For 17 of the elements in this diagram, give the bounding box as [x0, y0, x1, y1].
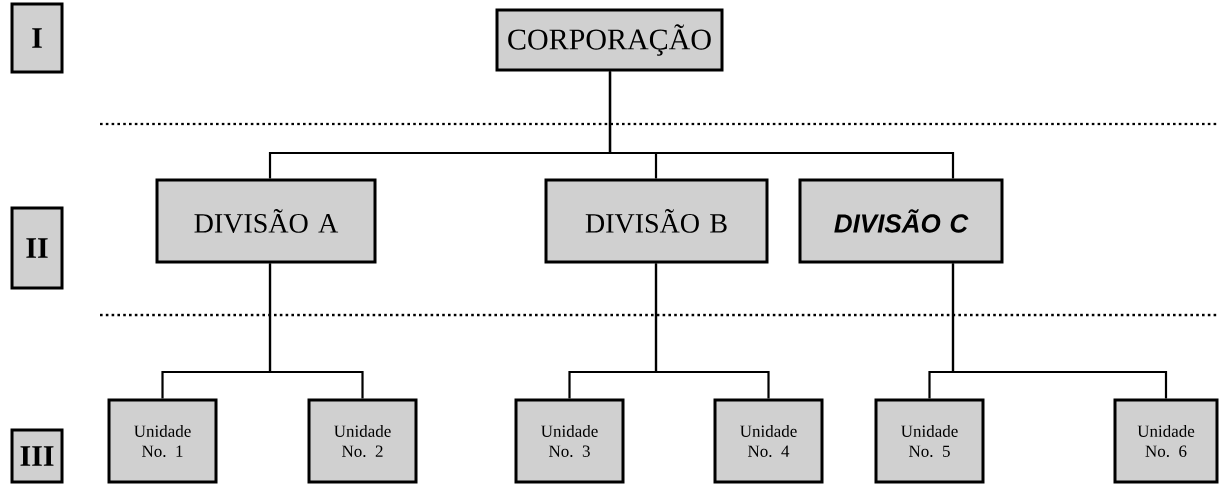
unit-box: Unidade No. 2 — [307, 398, 418, 484]
unit-box: Unidade No. 6 — [1113, 398, 1219, 484]
organization-box: CORPORAÇÃO — [495, 8, 724, 72]
unit-box: Unidade No. 3 — [514, 398, 625, 484]
level-box: II — [10, 206, 64, 290]
connector-line — [951, 263, 1168, 399]
level-box: I — [10, 2, 64, 74]
connector-line — [268, 263, 364, 399]
division-box: DIVISÃO C — [798, 178, 1004, 264]
level-box: III — [10, 428, 64, 484]
division-box: DIVISÃO A — [155, 178, 377, 264]
unit-box: Unidade No. 5 — [874, 398, 985, 484]
division-box: DIVISÃO B — [544, 178, 769, 264]
unit-box: Unidade No. 4 — [713, 398, 824, 484]
connector-line — [608, 71, 955, 179]
connector-line — [654, 263, 770, 399]
unit-box: Unidade No. 1 — [107, 398, 218, 484]
